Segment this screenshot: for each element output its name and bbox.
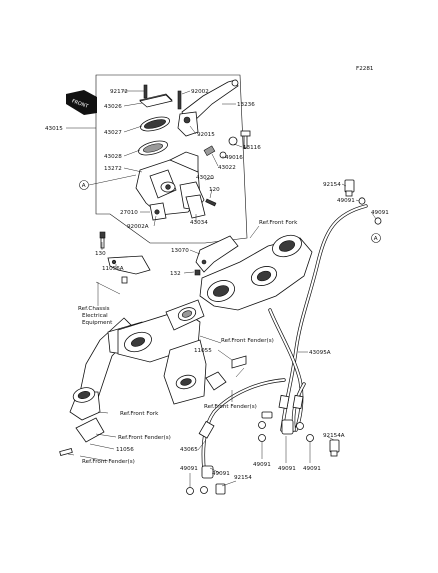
label-13116: 13116 xyxy=(243,145,261,151)
label-49091-d: 49091 xyxy=(278,466,296,472)
label-13272: 13272 xyxy=(104,166,122,172)
callout-a-upper: A xyxy=(79,174,137,190)
ref-front-fender-2: Ref.Front Fender(s) xyxy=(204,404,257,410)
label-92172: 92172 xyxy=(110,89,128,95)
hose-bracket-13070 xyxy=(194,235,239,276)
label-120: 120 xyxy=(209,187,220,193)
label-43034: 43034 xyxy=(190,220,208,226)
label-49091-e: 49091 xyxy=(303,466,321,472)
label-43020: 43020 xyxy=(196,175,214,181)
svg-text:A: A xyxy=(374,236,378,242)
front-arrow-icon: FRONT xyxy=(66,90,97,115)
label-49016: 49016 xyxy=(225,155,243,161)
master-cylinder-group-frame xyxy=(95,74,248,244)
front-tag-text: FRONT xyxy=(71,98,90,110)
svg-text:A: A xyxy=(82,183,86,189)
label-49091-c: 49091 xyxy=(253,462,271,468)
label-43022: 43022 xyxy=(218,165,236,171)
brake-hose-43065 xyxy=(198,378,306,472)
banjo-bolt-right: A xyxy=(344,179,382,243)
ref-chassis-line-1: Ref.Chassis xyxy=(78,306,110,312)
label-130: 130 xyxy=(95,251,106,257)
label-92002: 92002 xyxy=(191,89,209,95)
lower-banjo-fittings xyxy=(186,411,340,495)
leader-lines xyxy=(67,90,377,487)
label-27010: 27010 xyxy=(120,210,138,216)
label-92154: 92154 xyxy=(323,182,341,188)
ref-front-fork-top: Ref.Front Fork xyxy=(259,220,298,226)
label-11055: 11055 xyxy=(194,348,212,354)
label-92015: 92015 xyxy=(197,132,215,138)
label-11056a: 11056A xyxy=(102,266,124,272)
label-49091-b: 49091 xyxy=(371,210,389,216)
ref-chassis-line-2: Electrical xyxy=(82,313,108,319)
label-43065: 43065 xyxy=(180,447,198,453)
ref-front-fender-4: Ref.Front Fender(s) xyxy=(82,459,135,465)
pivot-bolt xyxy=(203,130,251,159)
label-43028: 43028 xyxy=(104,154,122,160)
label-92154-b: 92154 xyxy=(234,475,252,481)
hose-clamps xyxy=(59,355,247,456)
label-49091-f: 49091 xyxy=(180,466,198,472)
label-92002a: 92002A xyxy=(127,224,149,230)
ref-front-fender-1: Ref.Front Fender(s) xyxy=(221,338,274,344)
master-cylinder-body xyxy=(135,151,217,216)
label-43095a: 43095A xyxy=(309,350,331,356)
label-43015: 43015 xyxy=(45,126,63,132)
ref-front-fender-3: Ref.Front Fender(s) xyxy=(118,435,171,441)
right-fork xyxy=(163,339,207,405)
part-labels: 92172 92002 43026 13236 43015 43027 9201… xyxy=(45,89,389,481)
label-13070: 13070 xyxy=(171,248,189,254)
ref-chassis-line-3: Equipment xyxy=(82,320,113,326)
label-92154a: 92154A xyxy=(323,433,345,439)
label-49091-a: 49091 xyxy=(337,198,355,204)
brake-hose-43095a xyxy=(268,204,368,432)
label-43027: 43027 xyxy=(104,130,122,136)
label-13236: 13236 xyxy=(237,102,255,108)
reference-labels: Ref.Front Fork Ref.Chassis Electrical Eq… xyxy=(78,220,298,465)
diagram-code: F2281 xyxy=(356,66,374,72)
label-49091-g: 49091 xyxy=(212,471,230,477)
bracket-11056a xyxy=(99,231,151,284)
ref-front-fork-bottom: Ref.Front Fork xyxy=(120,411,159,417)
upper-triple-clamp xyxy=(199,234,313,311)
label-43026: 43026 xyxy=(104,104,122,110)
label-132: 132 xyxy=(170,271,181,277)
label-11056: 11056 xyxy=(116,447,134,453)
reservoir-cap-parts xyxy=(138,84,173,156)
handlebar-clamp xyxy=(149,194,206,221)
